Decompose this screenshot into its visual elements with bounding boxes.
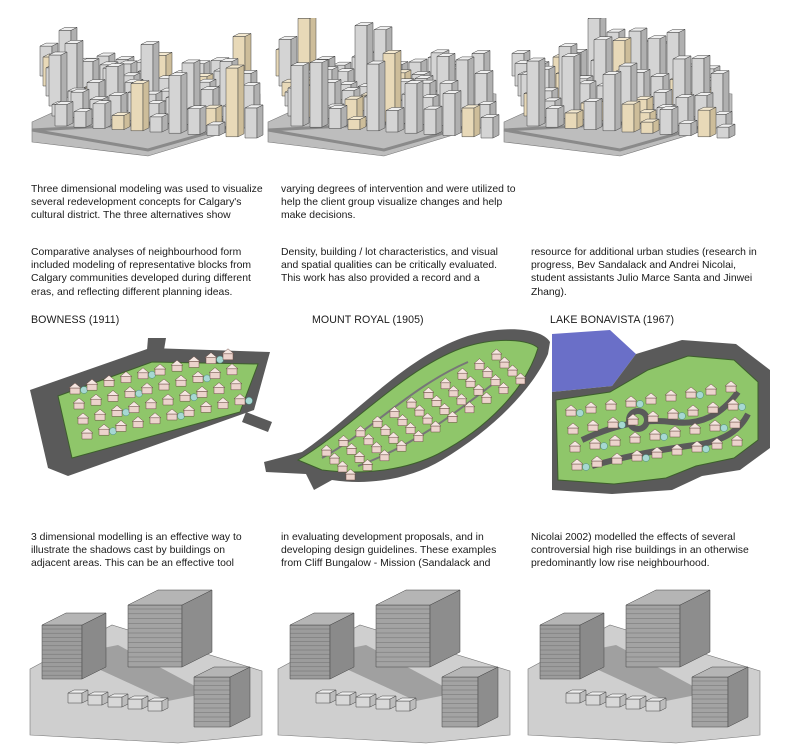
form-paragraph-1: Comparative analyses of neighbourhood fo… (31, 247, 252, 298)
district-model-3 (500, 18, 736, 158)
shadow-paragraph-1: 3 dimensional modelling is an effective … (31, 532, 242, 570)
shadow-study-model-1 (28, 585, 264, 745)
bowness-model (28, 318, 272, 480)
form-paragraph-2: Density, building / lot characteristics,… (281, 247, 498, 285)
shadow-paragraph-3: Nicolai 2002) modelled the effects of se… (531, 532, 749, 570)
district-model-2 (264, 18, 500, 158)
lake-bonavista-label: LAKE BONAVISTA (1967) (550, 314, 675, 326)
mount-royal-model (262, 320, 552, 492)
shadow-study-model-2 (276, 585, 512, 745)
district-model-1 (28, 18, 264, 158)
intro-paragraph-2: varying degrees of intervention and were… (281, 184, 516, 222)
intro-paragraph-1: Three dimensional modeling was used to v… (31, 184, 263, 222)
bowness-label: BOWNESS (1911) (31, 314, 120, 326)
mount-royal-label: MOUNT ROYAL (1905) (312, 314, 424, 326)
lake-bonavista-model (552, 330, 772, 496)
form-paragraph-3: resource for additional urban studies (r… (531, 247, 757, 298)
shadow-paragraph-2: in evaluating development proposals, and… (281, 532, 497, 570)
shadow-study-model-3 (526, 585, 762, 745)
